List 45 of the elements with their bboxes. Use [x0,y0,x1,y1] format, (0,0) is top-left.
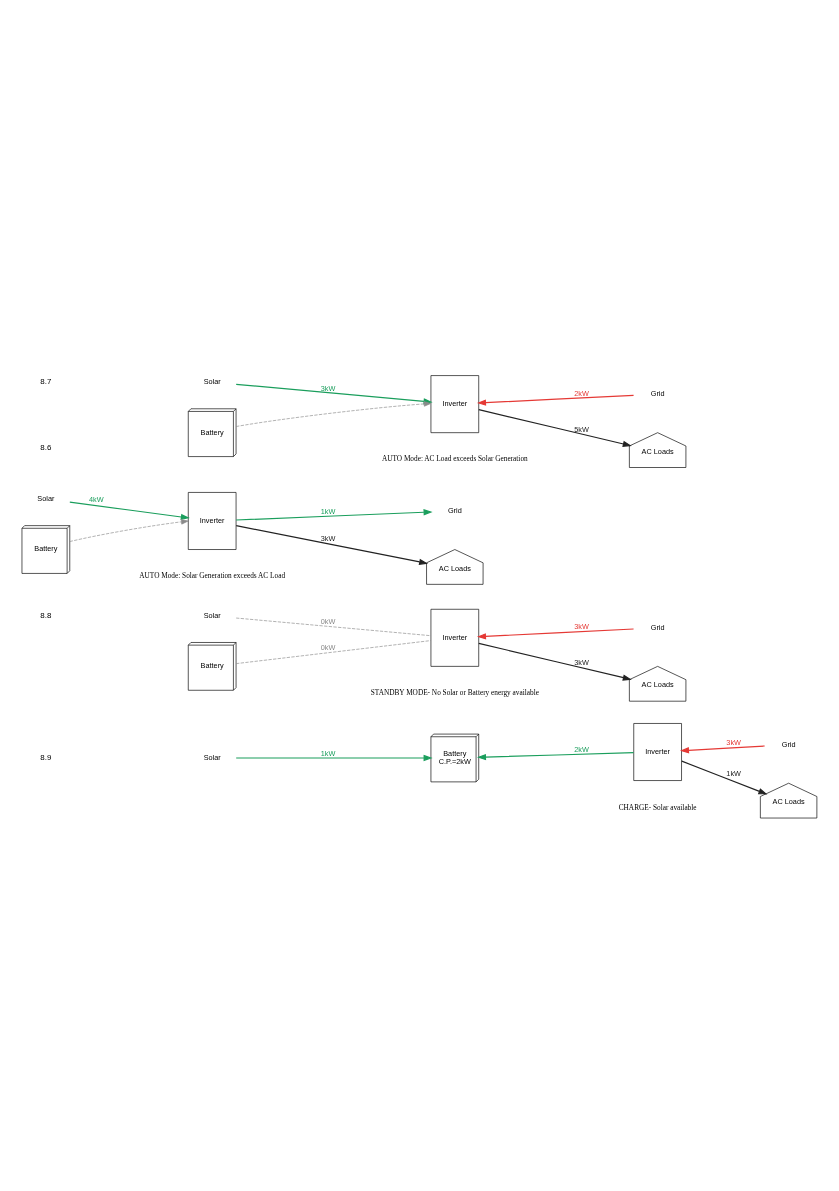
edge-label: 3kW [574,657,589,667]
connector [235,639,432,664]
edge-label: 2kW [574,744,589,754]
arrow [235,400,432,427]
edge-label: 3kW [320,533,336,543]
label: CHARGE- Solar available [618,802,697,812]
edge-label: 1kW [320,748,336,758]
node-text: Solar [203,376,221,386]
arrow [69,501,190,520]
edge-label: 1kW [320,506,336,516]
edge-label: 4kW [89,494,104,504]
node-text: Grid [650,622,665,632]
node-box: Inverter [430,608,480,667]
arrow [235,524,429,565]
arrow [477,627,635,639]
connector [235,617,432,636]
edge-label: 5kW [574,424,589,434]
label: STANDBY MODE- No Solar or Battery energy available [370,687,539,697]
arrow [478,642,632,681]
edge-label: 3kW [574,621,589,631]
arrow [477,751,635,760]
node-text: Grid [650,388,665,398]
node-text: Solar [203,610,221,620]
edge-label: 0kW [320,642,336,652]
arrow [235,754,433,761]
arrow [477,394,635,406]
edge-label: 3kW [320,383,336,393]
node-text: Grid [781,739,796,749]
arrow [679,744,766,753]
node-text: Grid [447,505,462,515]
node-box: Inverter [430,374,480,433]
node-text: Solar [203,752,221,762]
node-box: Inverter [633,722,682,781]
node-text: Solar [37,493,55,503]
label: AUTO Mode: Solar Generation exceeds AC Load [139,570,286,580]
arrow [69,518,189,542]
edge-label: 0kW [320,616,336,626]
arrow [478,408,632,447]
edge-label: 1kW [726,768,741,778]
node-box: Inverter [187,491,237,550]
arrow [681,760,768,794]
label: AUTO Mode: AC Load exceeds Solar Generation [381,453,528,463]
arrow [235,508,433,521]
edge-label: 3kW [726,737,741,747]
edge-label: 2kW [574,388,589,398]
